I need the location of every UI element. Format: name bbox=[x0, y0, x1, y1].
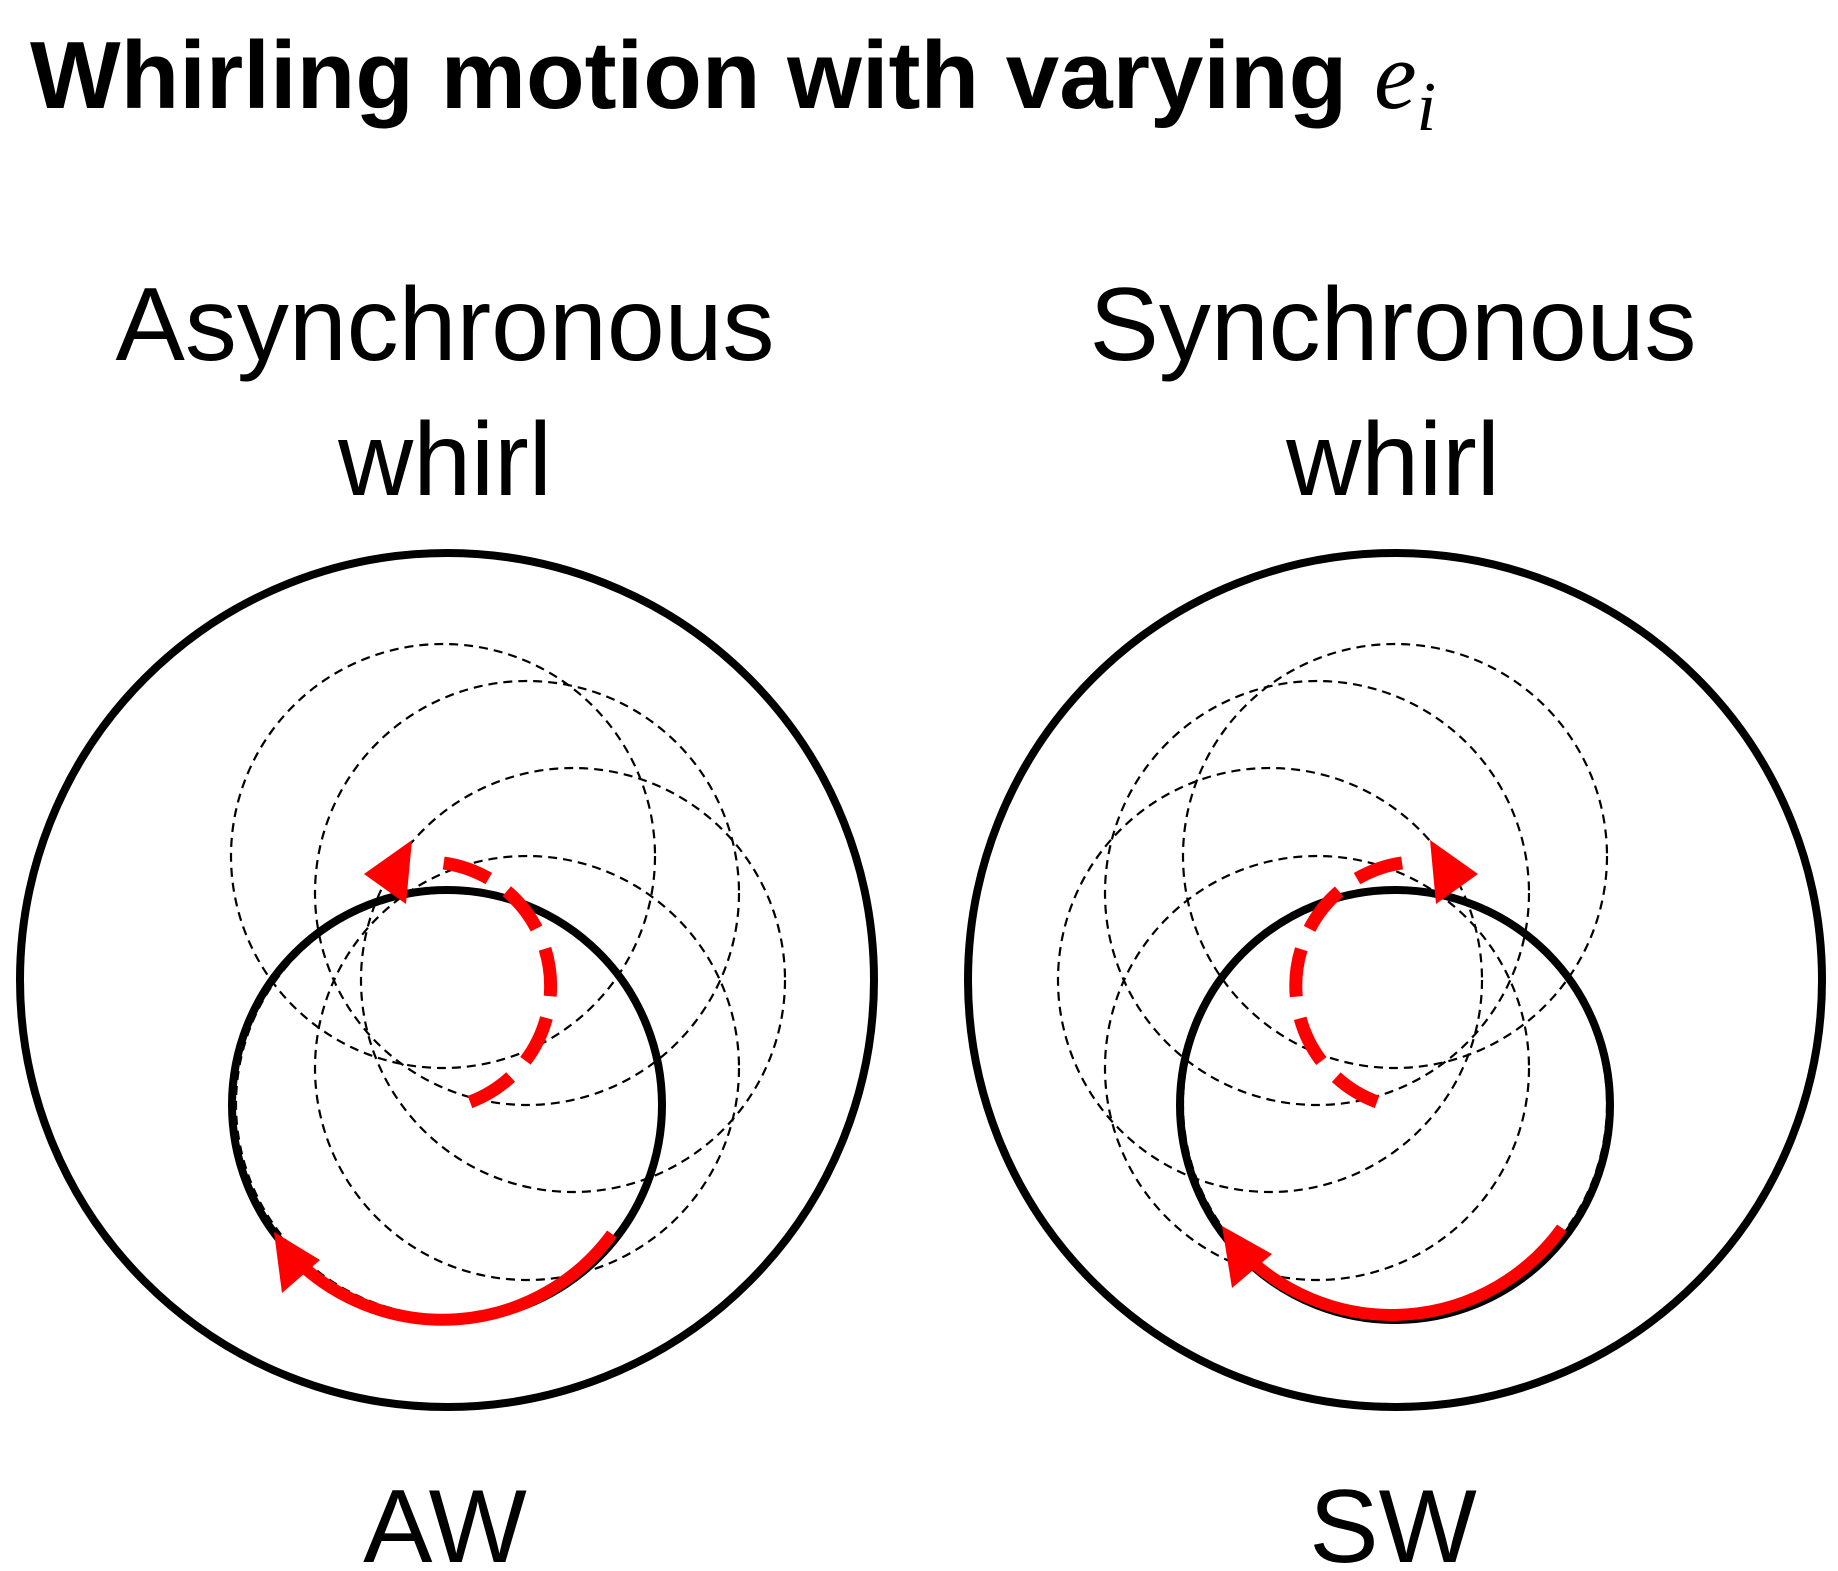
curved-arrow-icon bbox=[274, 1232, 320, 1293]
figure-title: Whirling motion with varying ei bbox=[30, 22, 1436, 146]
panel-asynchronous-whirl: Asynchronous whirl AW bbox=[16, 267, 878, 1571]
title-symbol: e bbox=[1374, 22, 1417, 129]
panel-heading-aw-line2: whirl bbox=[337, 402, 552, 518]
outer-whirl-arrow-sw bbox=[1222, 1224, 1567, 1321]
curved-arrow-icon bbox=[1222, 1226, 1272, 1288]
title-text: Whirling motion with varying bbox=[30, 22, 1374, 129]
orbit-trace bbox=[313, 679, 741, 1107]
orbit-traces-sw bbox=[1056, 642, 1609, 1318]
orbit-trace bbox=[1181, 642, 1609, 1070]
orbit-traces-aw bbox=[229, 642, 787, 1318]
orbit-trace bbox=[313, 854, 741, 1282]
stator-circle-sw bbox=[964, 549, 1826, 1411]
orbit-trace bbox=[359, 766, 787, 1194]
orbit-trace bbox=[1103, 854, 1531, 1282]
inner-whirl-arc-aw bbox=[432, 855, 558, 1109]
panel-heading-sw-line2: whirl bbox=[1285, 402, 1500, 518]
panel-code-aw: AW bbox=[363, 1469, 527, 1571]
title-subscript: i bbox=[1417, 69, 1436, 146]
outer-whirl-arc-sw bbox=[1235, 1224, 1567, 1321]
orbit-trace bbox=[1056, 766, 1484, 1194]
inner-whirl-arc-sw bbox=[1289, 855, 1411, 1109]
panel-code-sw: SW bbox=[1309, 1469, 1477, 1571]
orbit-trace bbox=[1103, 679, 1531, 1107]
inner-whirl-arrow-sw bbox=[1289, 840, 1478, 1109]
curved-arrow-icon bbox=[1430, 840, 1478, 904]
curved-arrow-icon bbox=[364, 840, 412, 904]
outer-whirl-arc-aw bbox=[287, 1230, 617, 1326]
panel-heading-aw-line1: Asynchronous bbox=[115, 267, 774, 383]
outer-whirl-arrow-aw bbox=[274, 1230, 617, 1326]
panel-synchronous-whirl: Synchronous whirl SW bbox=[964, 267, 1826, 1571]
panel-heading-sw-line1: Synchronous bbox=[1089, 267, 1696, 383]
inner-whirl-arrow-aw bbox=[364, 840, 558, 1109]
stator-circle-aw bbox=[16, 549, 878, 1411]
orbit-trace bbox=[229, 642, 657, 1070]
